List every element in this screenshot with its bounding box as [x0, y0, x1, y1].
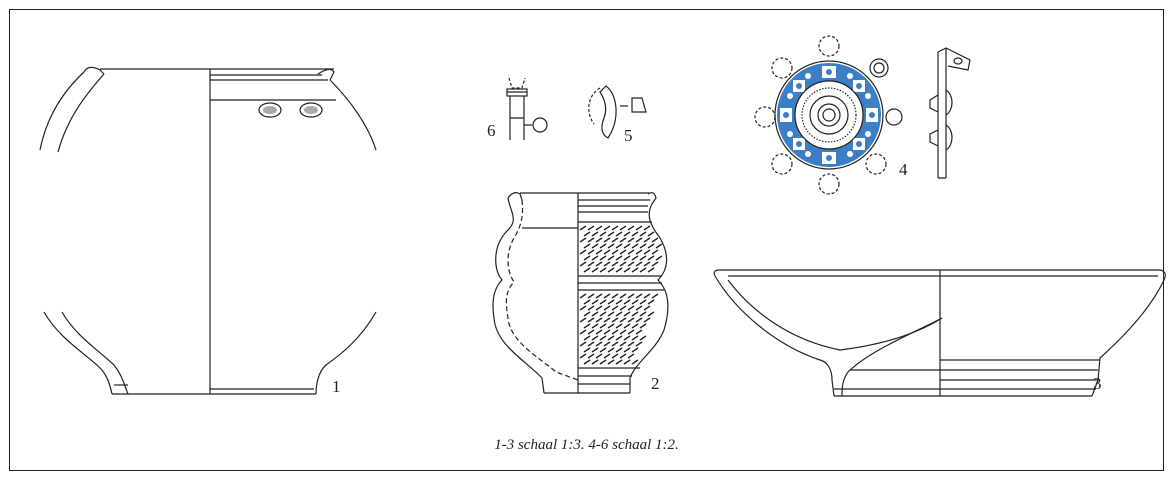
- brooch-outer-rim: [774, 60, 884, 170]
- beaker-label: 2: [651, 374, 660, 393]
- beaker-rim-left: [507, 192, 523, 201]
- pot-wall-upper-right: [329, 79, 377, 151]
- pot-boss-2-shade: [304, 106, 318, 114]
- beaker-roulette-zone-lower: [579, 293, 659, 365]
- brooch-enamel-cells: [780, 66, 878, 164]
- fragment-section: [631, 97, 647, 113]
- brooch-inner-rim: [794, 80, 864, 150]
- brooch-boss-middle: [817, 103, 841, 127]
- pot-label: 1: [332, 377, 341, 396]
- beaker-drawing: [492, 192, 669, 394]
- pot-boss-2: [299, 102, 323, 118]
- bowl-wall-left: [714, 275, 835, 397]
- brooch-knob-s: [818, 173, 840, 195]
- pot-wall-upper-left-inner: [57, 73, 105, 153]
- pin-drawing: [506, 77, 548, 140]
- pin-label: 6: [487, 121, 496, 140]
- pot-drawing: [39, 66, 377, 395]
- brooch-knob-n: [818, 35, 840, 57]
- brooch-boss-outer: [809, 95, 849, 135]
- pot-wall-lower-right: [315, 311, 377, 395]
- brooch-side-catch-hole: [953, 57, 963, 65]
- bowl-interior-left: [727, 279, 943, 351]
- pot-wall-lower-left-inner: [61, 311, 129, 395]
- brooch-knob-w: [754, 106, 776, 128]
- pin-head-dashed: [508, 77, 526, 89]
- brooch-beaded-ring: [801, 87, 857, 143]
- pin-shaft: [509, 96, 525, 140]
- pin-section: [532, 117, 548, 133]
- brooch-side-catch: [937, 47, 971, 71]
- brooch-knob-nw: [771, 57, 793, 79]
- brooch-knob-ne: [869, 58, 889, 78]
- beaker-rim-right: [647, 192, 657, 205]
- fragment-drawing: [588, 85, 647, 139]
- bowl-floor-section: [841, 317, 943, 397]
- beaker-roulette-zone-upper: [579, 225, 663, 273]
- brooch-enamel-dots: [783, 69, 875, 161]
- fragment-dashed-arc: [588, 87, 601, 125]
- brooch-label: 4: [899, 160, 908, 179]
- brooch-knob-se: [865, 153, 887, 175]
- pot-boss-1: [258, 102, 282, 118]
- pot-wall-upper-left: [39, 71, 85, 151]
- beaker-interior-dashed: [505, 199, 579, 381]
- beaker-wall-right: [629, 203, 669, 393]
- brooch-knob-sw: [771, 153, 793, 175]
- bowl-label: 3: [1093, 374, 1102, 393]
- figure-caption: 1-3 schaal 1:3. 4-6 schaal 1:2.: [494, 437, 679, 453]
- bowl-drawing: [713, 269, 1166, 397]
- bowl-wall-right: [1091, 279, 1165, 397]
- brooch-side-plate: [937, 48, 947, 179]
- pot-wall-lower-left: [43, 311, 113, 395]
- pot-rim-left: [83, 66, 105, 75]
- brooch-enamel-white-dots: [787, 73, 871, 157]
- brooch-side-pin-lugs: [929, 94, 939, 147]
- brooch-side-view: [929, 47, 971, 179]
- brooch-knob-e: [885, 108, 903, 126]
- brooch-side-knobs: [945, 89, 953, 151]
- brooch-boss-inner: [822, 108, 836, 122]
- brooch-knob-ne-inner: [873, 62, 885, 74]
- brooch-drawing: [754, 35, 903, 195]
- pot-boss-1-shade: [263, 106, 277, 114]
- beaker-wall-left: [492, 197, 545, 394]
- fragment-body: [599, 85, 617, 139]
- fragment-label: 5: [624, 126, 633, 145]
